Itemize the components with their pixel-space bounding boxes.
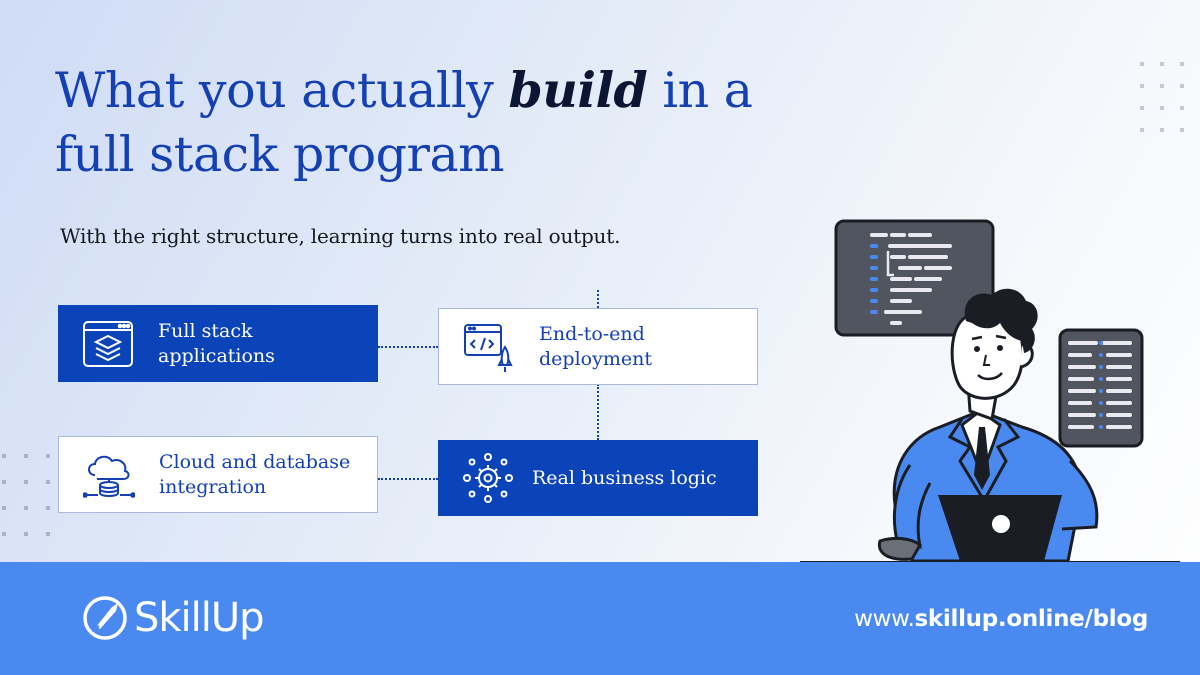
cloud-database-icon [83, 455, 135, 498]
brand-logo[interactable]: SkillUp [82, 588, 265, 648]
connector-line [597, 290, 599, 308]
card-label-line2: deployment [539, 347, 652, 370]
card-label: Cloud and database integration [159, 450, 350, 500]
developer-illustration [800, 219, 1180, 562]
title-part1: What you actually [55, 62, 509, 119]
subtitle: With the right structure, learning turns… [60, 224, 621, 248]
connector-line [378, 346, 438, 348]
footer-bar: SkillUp www.skillup.online/blog [0, 562, 1200, 675]
url-main: skillup.online/blog [914, 606, 1149, 632]
title-emphasis: build [508, 61, 648, 119]
card-label: Full stack applications [158, 319, 275, 369]
card-label: Real business logic [532, 466, 717, 491]
gear-network-icon [463, 453, 513, 503]
url-prefix: www. [854, 606, 915, 632]
card-label-line1: Real business logic [532, 466, 717, 489]
card-label-line1: Full stack [158, 319, 253, 342]
code-window-rocket-icon [464, 323, 513, 372]
card-real-business-logic: Real business logic [438, 440, 758, 516]
title-part2: in a full stack program [55, 62, 753, 183]
code-screen-back [834, 219, 995, 337]
page-title: What you actually build in a full stack … [55, 58, 795, 187]
connector-line [597, 384, 599, 440]
connector-line [378, 478, 438, 480]
website-link[interactable]: www.skillup.online/blog [854, 606, 1148, 632]
card-label: End-to-end deployment [539, 322, 652, 372]
card-label-line2: integration [159, 475, 267, 498]
layered-app-window-icon [83, 320, 133, 367]
card-end-to-end-deployment: End-to-end deployment [438, 308, 758, 385]
dot-grid-decoration [1140, 62, 1184, 132]
rocket-logo-icon [83, 596, 127, 640]
brand-name: SkillUp [134, 595, 265, 641]
dot-grid-decoration-left [2, 454, 50, 536]
code-screen-side [1058, 328, 1144, 448]
card-cloud-database-integration: Cloud and database integration [58, 436, 378, 513]
card-full-stack-applications: Full stack applications [58, 305, 378, 382]
card-label-line1: End-to-end [539, 322, 645, 345]
card-label-line1: Cloud and database [159, 450, 351, 473]
card-label-line2: applications [158, 344, 275, 367]
